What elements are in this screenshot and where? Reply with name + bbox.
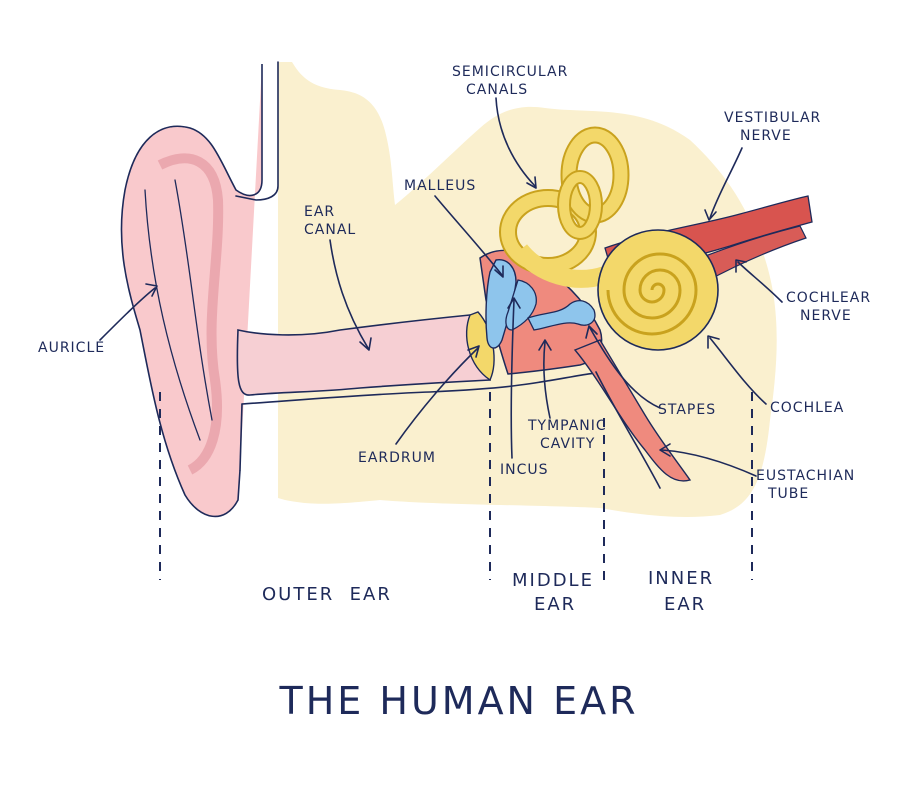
head-outline [235,61,279,201]
label-auricle: AURICLE [38,340,105,356]
label-ear-canal-line1: EAR [304,204,335,220]
stapes-shape [527,299,596,331]
ear-canal-shape [236,314,491,396]
label-tympanic-cavity-line1: TYMPANIC [527,418,607,434]
label-malleus: MALLEUS [404,178,476,194]
semicircular-canals [499,126,630,288]
label-incus: INCUS [500,462,549,478]
label-semicircular-canals-line1: SEMICIRCULAR [452,64,568,80]
label-vestibular-nerve-line1: VESTIBULAR [724,110,821,126]
auricle-ridge-2 [174,179,213,421]
eustachian-tube-wall [595,371,661,489]
label-cochlear-nerve-line1: COCHLEAR [786,290,871,306]
section-outer-ear: OUTER EAR [262,584,392,605]
label-stapes: STAPES [658,402,716,418]
section-middle-ear-line1: MIDDLE [512,570,594,591]
malleus-shape [485,259,517,349]
ear-canal-lower-wall [241,371,611,405]
label-eustachian-tube-line1: EUSTACHIAN [756,468,855,484]
pointer-arrows [99,97,783,477]
cochlear-nerve-shape [689,225,807,283]
section-middle-ear-line2: EAR [534,594,576,615]
auricle-ridge [144,189,201,441]
label-cochlea: COCHLEA [770,400,844,416]
cochlea [597,229,719,351]
label-eustachian-tube-line2: TUBE [767,486,809,502]
label-tympanic-cavity-line2: CAVITY [540,436,595,452]
auricle-inner-fold [157,153,224,475]
label-cochlear-nerve-line2: NERVE [800,308,852,324]
label-vestibular-nerve-line2: NERVE [740,128,792,144]
label-ear-canal-line2: CANAL [304,222,356,238]
section-inner-ear-line2: EAR [664,594,706,615]
section-inner-ear-line1: INNER [648,568,714,589]
label-eardrum: EARDRUM [358,450,436,466]
ear-canal-outer-wall [239,403,243,471]
diagram-title: THE HUMAN EAR [279,679,639,723]
label-semicircular-canals-line2: CANALS [466,82,528,98]
